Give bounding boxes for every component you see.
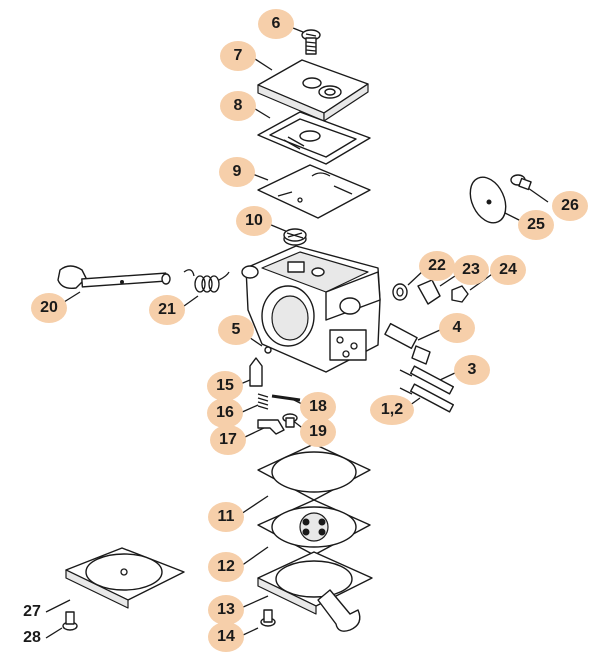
callout-17: 17 [210, 425, 246, 455]
part-24-nut [451, 285, 469, 303]
part-9-plate [257, 164, 371, 219]
callout-11: 11 [208, 502, 244, 532]
callout-5: 5 [218, 315, 254, 345]
part-28-screw [62, 611, 78, 631]
callout-27: 27 [23, 603, 41, 620]
part-12-diaphragm [257, 499, 371, 556]
callout-16: 16 [207, 398, 243, 428]
part-13-cover [257, 551, 373, 632]
callout-21: 21 [149, 295, 185, 325]
part-17-lever [257, 419, 285, 435]
part-3-needles [399, 365, 455, 413]
callout-28: 28 [23, 629, 41, 646]
part-14-screw [260, 609, 276, 627]
part-6-screw [301, 29, 321, 55]
callout-10: 10 [236, 206, 272, 236]
part-22-ring [392, 283, 408, 301]
part-19-screw [282, 413, 298, 428]
leader-lines [45, 27, 549, 639]
callout-9: 9 [219, 157, 255, 187]
part-15-inlet-needle [249, 357, 263, 387]
part-16-spring [257, 393, 269, 410]
callout-19: 19 [300, 417, 336, 447]
callout-24: 24 [490, 255, 526, 285]
callout-13: 13 [208, 595, 244, 625]
callout-6: 6 [258, 9, 294, 39]
part-20-shaft [57, 265, 171, 290]
callout-15: 15 [207, 371, 243, 401]
callout-25: 25 [518, 210, 554, 240]
callout-3: 3 [454, 355, 490, 385]
callout-14: 14 [208, 622, 244, 652]
part-26-screw [510, 174, 532, 191]
part-27-cover [65, 547, 185, 609]
part-5-ball [264, 346, 272, 354]
callout-1-2: 1,2 [370, 395, 414, 425]
callout-22: 22 [419, 251, 455, 281]
callout-26: 26 [552, 191, 588, 221]
part-18-pin [271, 394, 301, 402]
part-carburetor-body [241, 245, 381, 373]
part-10-strainer [283, 228, 307, 246]
part-21-spring [183, 269, 230, 293]
part-4-idle-screw [384, 322, 431, 365]
part-25-disc [469, 176, 507, 224]
part-7-cover [257, 59, 369, 122]
callout-12: 12 [208, 552, 244, 582]
part-8-gasket [257, 111, 371, 165]
callout-7: 7 [220, 41, 256, 71]
part-11-gasket [257, 443, 371, 501]
callout-23: 23 [453, 255, 489, 285]
part-23-lever [417, 279, 441, 305]
callout-20: 20 [31, 293, 67, 323]
callout-4: 4 [439, 313, 475, 343]
callout-8: 8 [220, 91, 256, 121]
